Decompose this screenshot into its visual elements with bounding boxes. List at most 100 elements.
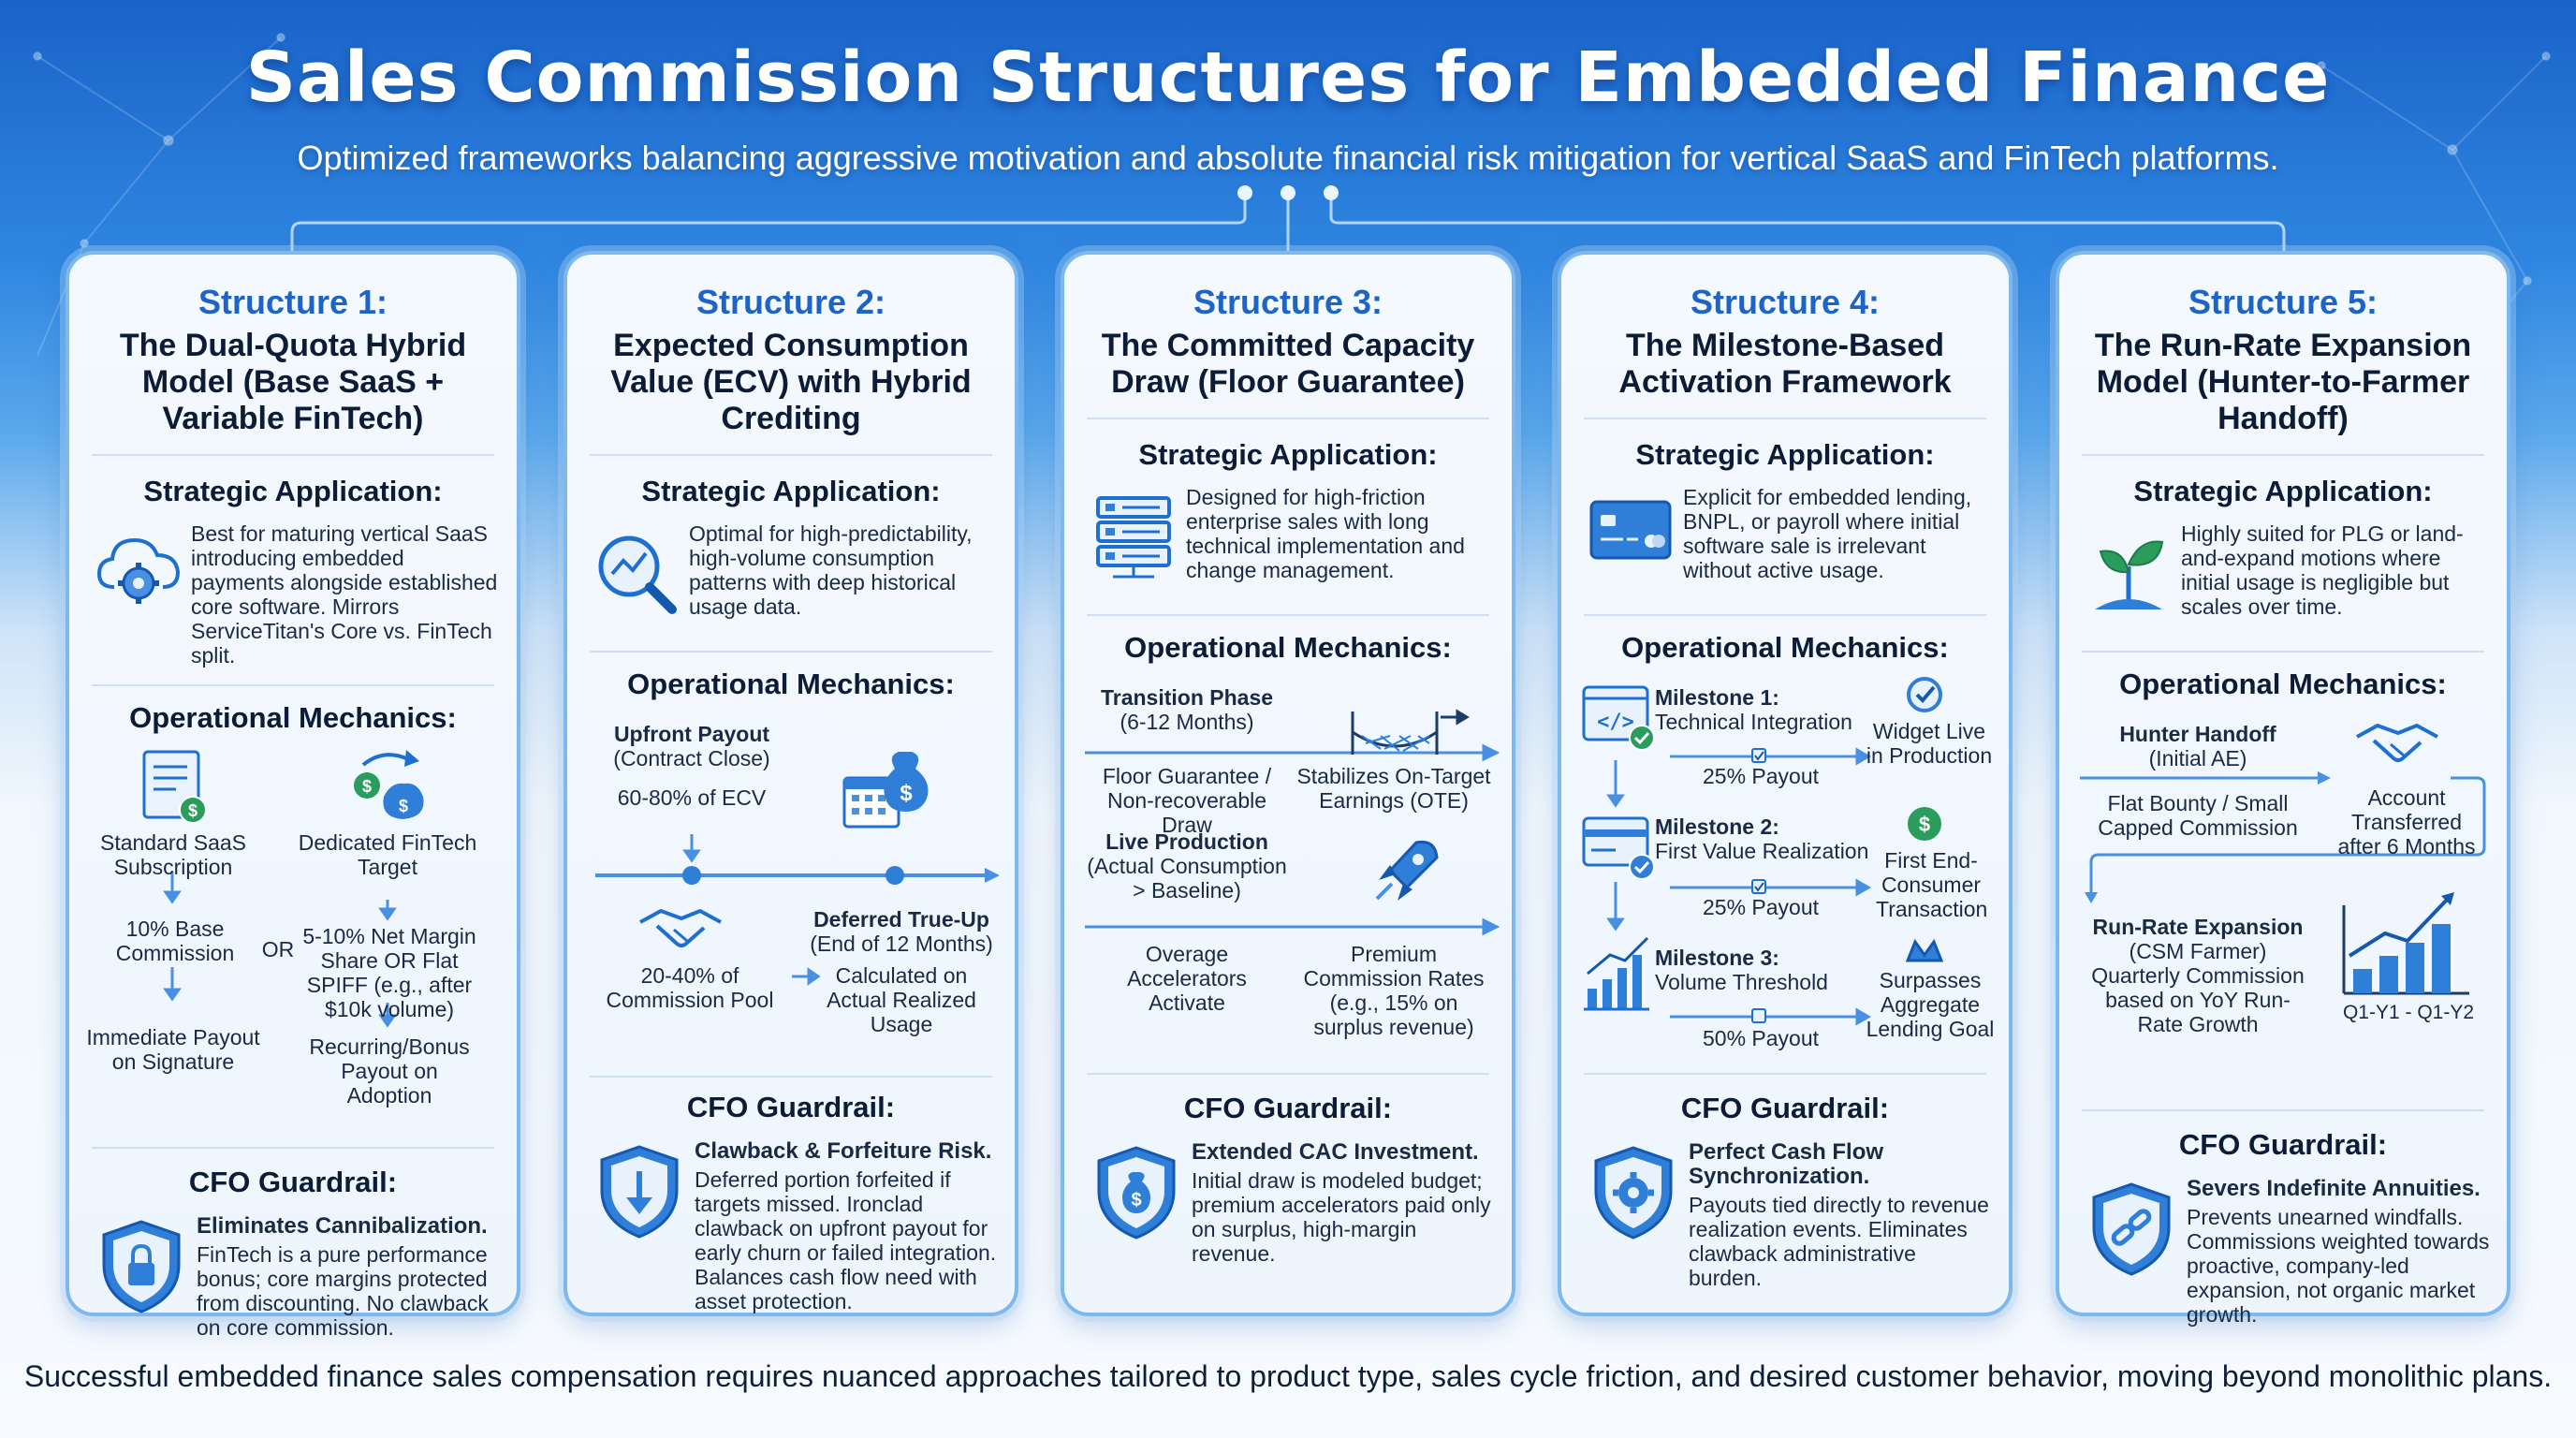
application-text: Best for maturing vertical SaaS introduc… bbox=[191, 521, 498, 668]
mechanics-heading: Operational Mechanics: bbox=[2119, 668, 2447, 700]
divider bbox=[92, 454, 494, 456]
structure-name: The Dual-Quota Hybrid Model (Base SaaS +… bbox=[119, 328, 467, 436]
application-text: Designed for high-friction enterprise sa… bbox=[1186, 485, 1465, 582]
page-title: Sales Commission Structures for Embedded… bbox=[245, 37, 2331, 118]
milestone-2-payout: 25% Payout bbox=[1702, 895, 1820, 919]
structure-card-2: Structure 2: Expected Consumption Value … bbox=[564, 251, 1018, 1316]
mechanics-arrows: $ bbox=[595, 752, 1000, 986]
structure-card-3: Structure 3: The Committed Capacity Draw… bbox=[1061, 251, 1515, 1316]
svg-text:$: $ bbox=[900, 781, 913, 806]
svg-text:$: $ bbox=[1131, 1190, 1141, 1211]
gear-shield-icon bbox=[1578, 1140, 1689, 1241]
magnifier-chart-icon bbox=[584, 521, 689, 619]
calendar-money-icon: $ bbox=[842, 752, 929, 829]
net-margin-label: 5-10% Net Margin Share OR Flat SPIFF (e.… bbox=[302, 924, 476, 1021]
guardrail-heading: CFO Guardrail: bbox=[1183, 1092, 1393, 1124]
milestone-3-payout: 50% Payout bbox=[1702, 1026, 1820, 1050]
base-commission-label: 10% Base Commission bbox=[115, 917, 235, 965]
structure-number: Structure 4: bbox=[1690, 283, 1881, 321]
application-text: Optimal for high-predictability, high-vo… bbox=[689, 521, 973, 619]
guardrail-title: Eliminates Cannibalization. bbox=[197, 1213, 488, 1239]
invoice-icon: $ bbox=[142, 750, 207, 824]
fintech-target-label: Dedicated FinTech Target bbox=[298, 830, 477, 879]
mechanics-diagram: $ $ $ Standard SaaS Subscription 10% Bas… bbox=[86, 744, 500, 1147]
divider bbox=[590, 1076, 992, 1078]
structure-number: Structure 5: bbox=[2188, 283, 2378, 321]
milestone-1-payout: 25% Payout bbox=[1702, 764, 1820, 788]
mechanics-heading: Operational Mechanics: bbox=[1124, 631, 1452, 664]
milestone-2-result: First End-Consumer Transaction bbox=[1876, 848, 1988, 921]
mechanics-diagram: </> bbox=[1578, 674, 1994, 1077]
guardrail-heading: CFO Guardrail: bbox=[1680, 1092, 1890, 1124]
application-heading: Strategic Application: bbox=[143, 475, 443, 507]
upfront-payout-sub: (Contract Close) bbox=[613, 746, 770, 770]
premium-rates-label: Premium Commission Rates (e.g., 15% on s… bbox=[1303, 942, 1485, 1039]
structure-card-4: Structure 4: The Milestone-Based Activat… bbox=[1558, 251, 2012, 1316]
svg-text:$: $ bbox=[1919, 813, 1930, 836]
lock-shield-icon bbox=[86, 1214, 197, 1315]
handshake-icon bbox=[639, 909, 722, 947]
svg-text:$: $ bbox=[188, 801, 198, 820]
guardrail-title: Extended CAC Investment. bbox=[1192, 1139, 1479, 1165]
svg-text:</>: </> bbox=[1597, 711, 1634, 734]
saas-subscription-label: Standard SaaS Subscription bbox=[99, 830, 246, 879]
run-rate-expansion-title: Run-Rate Expansion bbox=[2092, 915, 2304, 939]
milestone-1-title: Milestone 1: bbox=[1655, 685, 1779, 710]
mechanics-diagram: $ Upfront Payout (Contract Close) 60-80%… bbox=[584, 711, 1000, 1113]
mechanics-heading: Operational Mechanics: bbox=[1621, 631, 1949, 664]
divider bbox=[2082, 1109, 2484, 1111]
milestone-1-result: Widget Live in Production bbox=[1866, 719, 1993, 768]
actual-usage-label: Calculated on Actual Realized Usage bbox=[827, 963, 976, 1036]
recurring-payout-label: Recurring/Bonus Payout on Adoption bbox=[309, 1034, 470, 1108]
immediate-payout-label: Immediate Payout on Signature bbox=[86, 1025, 260, 1074]
arrow-down-shield-icon bbox=[584, 1139, 695, 1240]
divider bbox=[1087, 418, 1489, 419]
structure-number: Structure 2: bbox=[695, 283, 886, 321]
commission-pool-label: 20-40% of Commission Pool bbox=[606, 963, 774, 1012]
divider bbox=[590, 651, 992, 653]
milestone-3-name: Volume Threshold bbox=[1655, 970, 1828, 994]
guardrail-title: Clawback & Forfeiture Risk. bbox=[695, 1138, 992, 1164]
structure-card-5: Structure 5: The Run-Rate Expansion Mode… bbox=[2056, 251, 2510, 1327]
divider bbox=[1584, 418, 1986, 419]
handshake-icon bbox=[2356, 724, 2438, 762]
divider bbox=[1087, 614, 1489, 616]
credit-card-icon bbox=[1578, 485, 1683, 567]
structure-number: Structure 1: bbox=[198, 283, 388, 321]
application-heading: Strategic Application: bbox=[1635, 438, 1935, 471]
header: Sales Commission Structures for Embedded… bbox=[0, 37, 2576, 178]
milestone-3-result: Surpasses Aggregate Lending Goal bbox=[1866, 968, 1995, 1041]
overage-accelerators-label: Overage Accelerators Activate bbox=[1127, 942, 1247, 1015]
structure-name: Expected Consumption Value (ECV) with Hy… bbox=[610, 328, 972, 436]
live-production-title: Live Production bbox=[1105, 829, 1268, 854]
guardrail-heading: CFO Guardrail: bbox=[188, 1166, 398, 1198]
csm-farmer-sub: (CSM Farmer) bbox=[2129, 939, 2267, 963]
structure-card-1: Structure 1: The Dual-Quota Hybrid Model… bbox=[66, 251, 520, 1340]
floor-guarantee-label: Floor Guarantee / Non-recoverable Draw bbox=[1102, 764, 1272, 837]
divider bbox=[92, 684, 494, 686]
mechanics-arrows: $ $ $ bbox=[142, 750, 424, 1028]
guardrail-text: Deferred portion forfeited if targets mi… bbox=[695, 1167, 997, 1313]
flat-bounty-label: Flat Bounty / Small Capped Commission bbox=[2098, 791, 2298, 840]
guardrail-title: Perfect Cash Flow Synchronization. bbox=[1689, 1139, 1884, 1189]
mechanics-arrows bbox=[2080, 724, 2486, 995]
live-production-sub: (Actual Consumption > Baseline) bbox=[1087, 854, 1287, 902]
svg-text:$: $ bbox=[399, 797, 408, 815]
divider bbox=[1584, 1073, 1986, 1075]
transition-phase-title: Transition Phase bbox=[1100, 685, 1274, 710]
mechanics-arrows bbox=[1085, 709, 1500, 936]
quarterly-commission-label: Quarterly Commission based on YoY Run-Ra… bbox=[2091, 963, 2305, 1036]
title-connector bbox=[290, 185, 2286, 255]
divider bbox=[92, 1147, 494, 1149]
hunter-handoff-title: Hunter Handoff bbox=[2119, 722, 2276, 746]
structure-name: The Run-Rate Expansion Model (Hunter-to-… bbox=[2094, 328, 2472, 436]
application-heading: Strategic Application: bbox=[2133, 475, 2433, 507]
milestone-1-name: Technical Integration bbox=[1655, 710, 1852, 734]
deferred-trueup-sub: (End of 12 Months) bbox=[810, 932, 993, 956]
server-rack-icon bbox=[1081, 485, 1186, 582]
dollar-coin-icon: $ bbox=[1908, 807, 1941, 841]
chart-period-label: Q1-Y1 - Q1-Y2 bbox=[2342, 1002, 2475, 1023]
upfront-payout-title: Upfront Payout bbox=[613, 722, 770, 746]
money-bag-shield-icon: $ bbox=[1081, 1140, 1192, 1241]
rocket-icon bbox=[1375, 840, 1439, 901]
